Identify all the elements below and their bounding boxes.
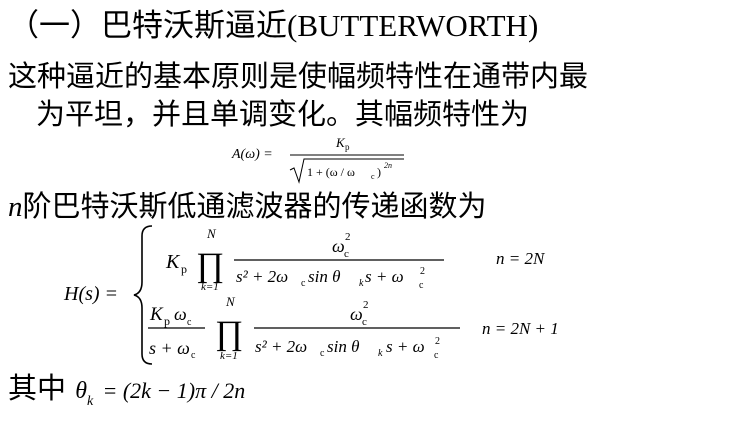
theta-definition: 其中 θk = (2k − 1)π / 2n: [8, 370, 245, 420]
case2-denominator: s² + 2ω: [255, 337, 307, 356]
heading-text: （一）巴特沃斯逼近: [8, 8, 287, 44]
case1-numerator-sup: 2: [345, 231, 351, 243]
transfer-order-var: n: [8, 191, 23, 223]
case2-prod-upper: N: [225, 294, 236, 309]
theta-sub: k: [87, 393, 94, 409]
case1-product-symbol: ∏: [196, 247, 224, 284]
case2-denominator-end-sup: 2: [435, 336, 440, 347]
case2-coef-num-rest: ω: [174, 304, 187, 324]
case2-denominator-end-sub: c: [434, 350, 439, 361]
case2-coef-num: K: [149, 304, 164, 325]
case1-denominator-end-sub: c: [419, 280, 424, 291]
case1-condition: n = 2N: [496, 249, 546, 268]
case1-denominator-end-sup: 2: [420, 266, 425, 277]
case2-coef-num-sub: p: [164, 314, 170, 328]
theta-rhs: = (2k − 1)π / 2n: [102, 378, 246, 403]
amp-sqrt-sign: [289, 158, 404, 184]
case2-numerator-sup: 2: [363, 299, 369, 311]
case2-coef-den: s + ω: [149, 338, 190, 358]
transfer-function-formula: H(s) = K p ∏ N k=1 ω c 2 s² + 2ω c sin θ…: [63, 225, 559, 365]
amplitude-formula: A(ω) = K p 1 + (ω / ω c ) 2n: [231, 135, 404, 184]
case1-prod-lower: k=1: [201, 281, 219, 293]
section-heading: （一）巴特沃斯逼近(BUTTERWORTH): [8, 6, 538, 46]
amp-exponent: 2n: [384, 161, 392, 170]
case1-numerator: ω: [332, 236, 345, 256]
case2-coef-den-sub: c: [191, 350, 196, 361]
case2-denominator-mid: sin θ: [327, 337, 359, 356]
amp-radicand: 1 + (ω / ω: [307, 165, 355, 179]
amp-numerator-sub: p: [345, 142, 350, 152]
case2-denominator-end: s + ω: [386, 337, 425, 356]
case2-denominator-sub: c: [320, 348, 325, 359]
amp-numerator: K: [335, 135, 346, 150]
transfer-intro: n阶巴特沃斯低通滤波器的传递函数为: [8, 188, 487, 225]
case1-coef-sub: p: [181, 262, 187, 276]
case2-condition: n = 2N + 1: [482, 319, 559, 338]
amp-lhs: A(ω) =: [231, 147, 273, 162]
case1-numerator-sub: c: [344, 248, 349, 260]
theta-symbol: θ: [75, 378, 88, 404]
case1-denominator-sub: c: [301, 278, 306, 289]
heading-latin: (BUTTERWORTH): [287, 8, 539, 43]
case2-coef-num-rest-sub: c: [187, 317, 192, 328]
case1-denominator-mid: sin θ: [308, 267, 340, 286]
amp-radicand-end: ): [377, 165, 381, 179]
tf-lhs: H(s) =: [63, 283, 118, 305]
case1-denominator-end: s + ω: [365, 267, 404, 286]
theta-label: 其中: [8, 371, 67, 405]
transfer-intro-text: 阶巴特沃斯低通滤波器的传递函数为: [22, 189, 487, 223]
case1-coef: K: [165, 251, 181, 273]
case2-denominator-mid-sub: k: [378, 348, 383, 359]
case2-product-symbol: ∏: [215, 315, 243, 352]
case1-denominator: s² + 2ω: [236, 267, 288, 286]
case2-prod-lower: k=1: [220, 350, 238, 362]
case1-denominator-mid-sub: k: [359, 278, 364, 289]
case2-numerator: ω: [350, 304, 363, 324]
intro-line-1: 这种逼近的基本原则是使幅频特性在通带内最: [8, 59, 589, 93]
case2-numerator-sub: c: [362, 316, 367, 328]
tf-left-brace: [133, 225, 153, 365]
intro-line-2: 为平坦，并且单调变化。其幅频特性为: [36, 97, 530, 131]
case1-prod-upper: N: [206, 226, 217, 241]
amp-radicand-sub: c: [371, 172, 375, 181]
